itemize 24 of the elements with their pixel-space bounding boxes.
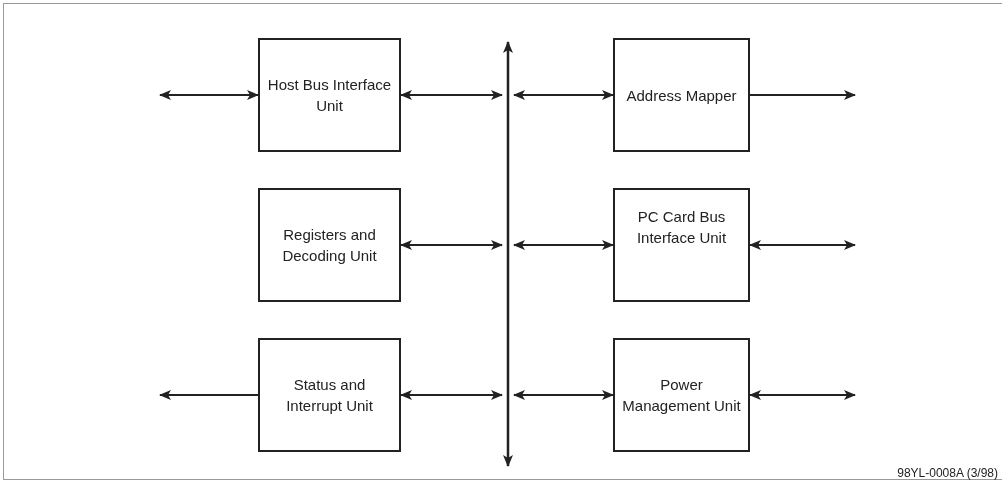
unit-box	[613, 188, 750, 302]
unit-label: Status and Interrupt Unit	[285, 375, 374, 416]
unit-box	[613, 38, 750, 152]
arrow	[513, 90, 614, 100]
unit-box	[258, 338, 401, 452]
unit-box	[613, 338, 750, 452]
unit-label: PC Card Bus Interface Unit	[635, 207, 728, 248]
unit-label: Power Management Unit	[621, 375, 742, 416]
arrow	[159, 90, 259, 100]
arrow	[400, 240, 503, 250]
arrow	[749, 240, 856, 250]
arrow	[513, 390, 614, 400]
unit-box	[258, 188, 401, 302]
unit-label: Address Mapper	[625, 85, 738, 106]
unit-box	[258, 38, 401, 152]
unit-label: Registers and Decoding Unit	[281, 225, 378, 266]
unit-label: Host Bus Interface Unit	[266, 75, 393, 116]
arrow	[159, 390, 259, 400]
arrow	[400, 390, 503, 400]
arrow	[749, 390, 856, 400]
arrow	[400, 90, 503, 100]
arrow	[749, 90, 856, 100]
figure-number: 98YL-0008A (3/98)	[897, 466, 998, 480]
arrow	[513, 240, 614, 250]
